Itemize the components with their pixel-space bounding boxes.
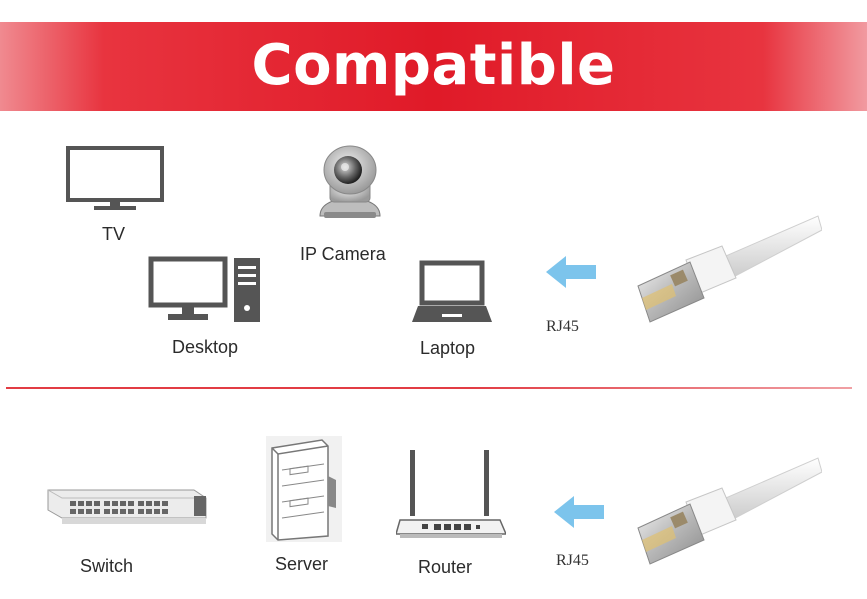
banner-title: Compatible	[251, 33, 616, 98]
switch-icon	[47, 489, 207, 524]
laptop-icon	[412, 260, 492, 322]
tv-label: TV	[102, 224, 126, 244]
rj45-cable-icon	[637, 457, 822, 565]
section-divider	[6, 387, 852, 389]
laptop-label: Laptop	[420, 338, 476, 358]
compatible-banner: Compatible	[0, 22, 867, 111]
switch-label: Switch	[80, 556, 134, 576]
server-label: Server	[275, 554, 329, 574]
router-icon	[396, 450, 506, 538]
rj45-cable-icon	[637, 215, 822, 323]
desktop-icon	[148, 256, 260, 322]
ip-camera-label: IP Camera	[300, 244, 386, 264]
rj45-label-top: RJ45	[546, 318, 579, 335]
arrow-left-icon	[546, 256, 596, 288]
arrow-left-icon	[554, 496, 604, 528]
ip-camera-icon	[319, 145, 381, 218]
server-icon	[266, 436, 342, 542]
router-label: Router	[418, 557, 473, 577]
tv-icon	[66, 146, 164, 210]
desktop-label: Desktop	[172, 337, 239, 357]
rj45-label-bottom: RJ45	[556, 552, 589, 569]
